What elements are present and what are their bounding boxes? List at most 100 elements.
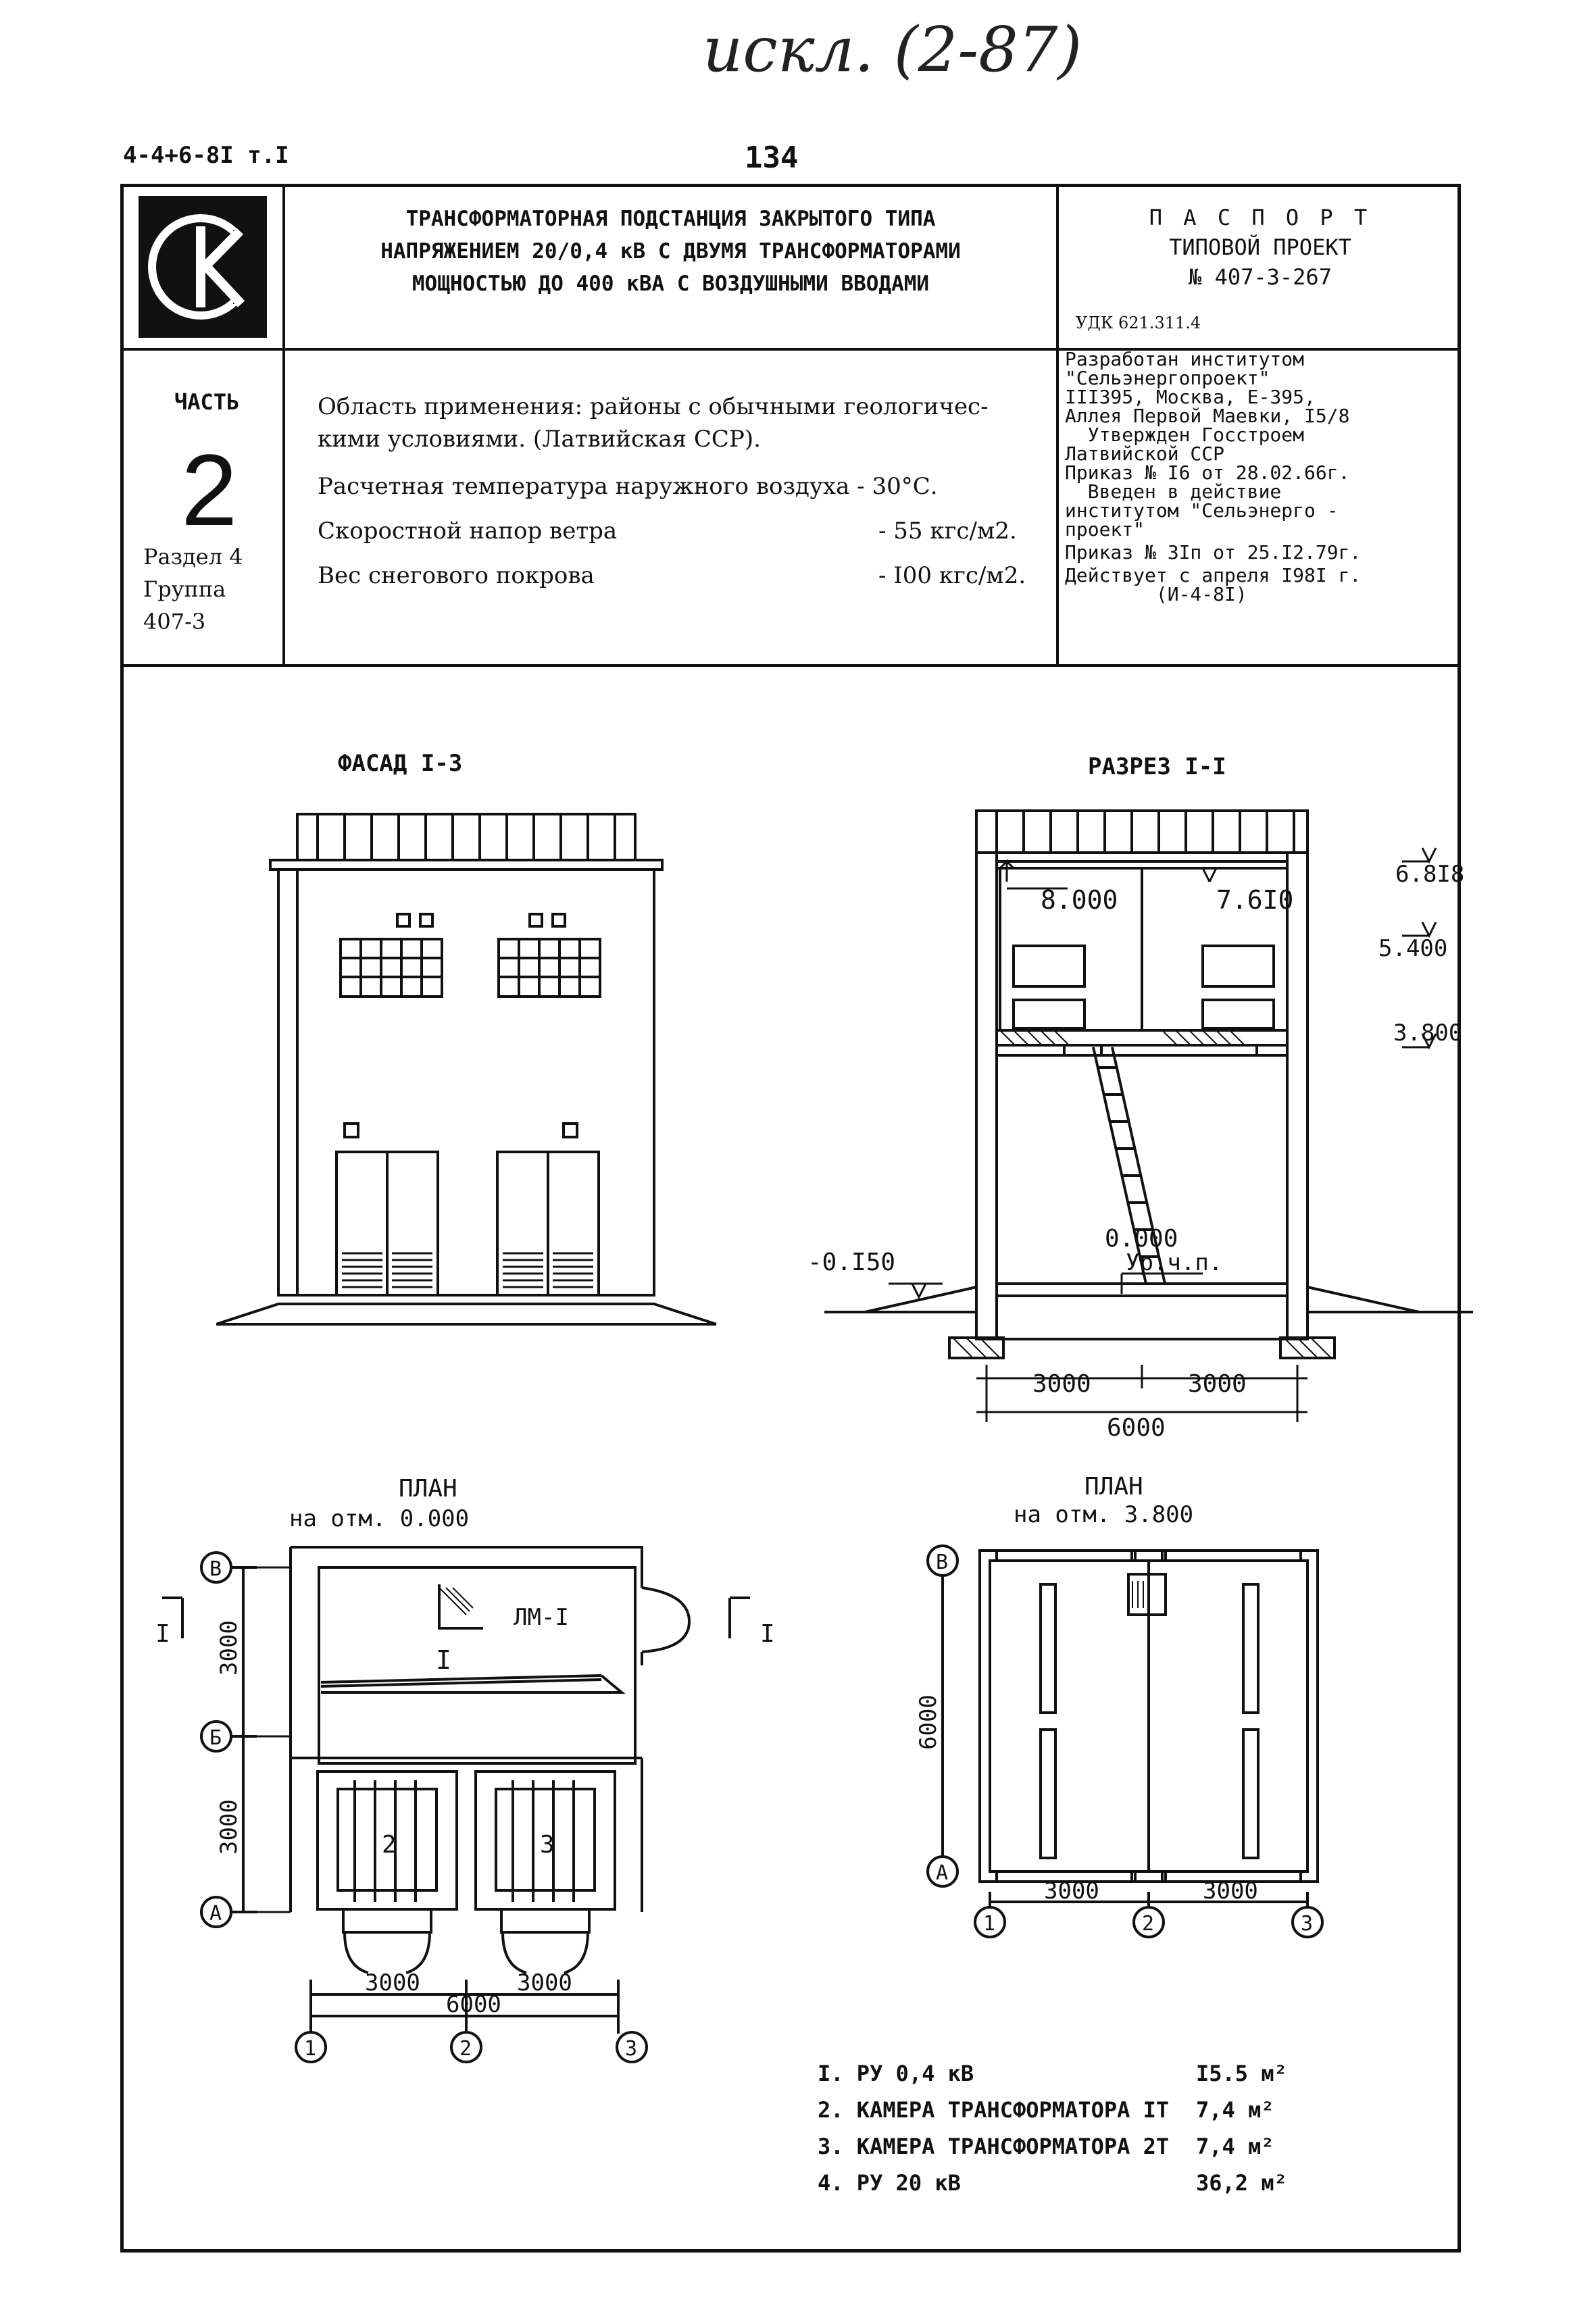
section-dim-total: 6000 <box>1107 1414 1166 1442</box>
plan2-subtitle: на отм. 3.800 <box>1014 1501 1194 1528</box>
plan2-axis-b: В <box>936 1551 948 1574</box>
legend-row: 4. РУ 20 кВ 36,2 м² <box>818 2170 1304 2207</box>
drawing-frame <box>120 184 1461 2253</box>
plan1-room-2: 2 <box>382 1831 397 1859</box>
plan2-axis-1-bubble <box>974 1906 1006 1938</box>
handwritten-annotation: искл. (2-87) <box>703 14 1082 86</box>
plan2-axis-3: 3 <box>1301 1912 1313 1936</box>
plan1-axis-a: А <box>209 1902 222 1926</box>
group-label: Группа <box>143 576 226 602</box>
legend-area: 7,4 м² <box>1196 2134 1274 2159</box>
plan1-dim-v1: 3000 <box>216 1620 243 1676</box>
plan1-axis-3: 3 <box>625 2037 637 2061</box>
facade-wall <box>277 868 655 1297</box>
udk-code: УДК 621.311.4 <box>1076 313 1201 332</box>
section-right-wall <box>1286 851 1309 1340</box>
org-line: Приказ № I6 от 28.02.66г. <box>1065 461 1350 484</box>
title-line-1: ТРАНСФОРМАТОРНАЯ ПОДСТАНЦИЯ ЗАКРЫТОГО ТИ… <box>405 207 936 231</box>
legend-label: 3. КАМЕРА ТРАНСФОРМАТОРА 2Т <box>818 2134 1170 2159</box>
mark-right3: 3.800 <box>1393 1020 1462 1047</box>
plan1-cut-right: I <box>760 1620 775 1648</box>
org-line: Приказ № 3Iп от 25.I2.79г. <box>1065 541 1362 563</box>
mark-right2: 5.400 <box>1378 935 1447 962</box>
plan2-axis-2-bubble <box>1132 1906 1165 1938</box>
passport-label: П А С П О Р Т <box>1149 205 1372 230</box>
legend-row: 2. КАМЕРА ТРАНСФОРМАТОРА IТ 7,4 м² <box>818 2097 1304 2134</box>
section-label: Раздел 4 <box>143 544 243 570</box>
spec-wind-label: Скоростной напор ветра <box>318 518 618 545</box>
group-number: 407-3 <box>143 609 206 634</box>
document-code: 4-4+6-8I т.I <box>123 142 289 169</box>
spec-snow-value: - I00 кгс/м2. <box>878 562 1026 589</box>
plan2-axis-1: 1 <box>983 1912 995 1936</box>
spec-snow-label: Вес снегового покрова <box>318 562 595 589</box>
plan2-drawing: В А 1 2 3 6000 3000 3000 <box>915 1544 1324 1938</box>
axis-3-bubble <box>616 2031 648 2063</box>
plan2-title: ПЛАН <box>1084 1473 1143 1501</box>
section-dim-1: 3000 <box>1032 1370 1091 1398</box>
org-line: (И-4-8I) <box>1065 583 1247 605</box>
plan1-dim-h2: 3000 <box>517 1969 572 1996</box>
title-line-2: НАПРЯЖЕНИЕМ 20/0,4 кВ С ДВУМЯ ТРАНСФОРМА… <box>380 239 961 263</box>
plan2-axis-a: А <box>936 1861 948 1885</box>
plan1-ladder-label: ЛМ-I <box>514 1604 569 1631</box>
legend-area: 7,4 м² <box>1196 2097 1274 2123</box>
legend-label: 4. РУ 20 кВ <box>818 2170 961 2196</box>
info-divider <box>120 664 1461 667</box>
section-dim-2: 3000 <box>1188 1370 1247 1398</box>
org-line: Аллея Первой Маевки, I5/8 <box>1065 405 1350 427</box>
axis-2-bubble <box>450 2031 482 2063</box>
org-line: проект" <box>1065 518 1145 540</box>
plan2-dim-h1: 3000 <box>1044 1878 1099 1905</box>
spec-temperature: Расчетная температура наружного воздуха … <box>318 473 938 500</box>
legend-area: 36,2 м² <box>1196 2170 1287 2196</box>
plan1-drawing: В Б А 1 2 3 I I ЛМ-I I 2 3 3000 3000 300… <box>155 1546 775 2063</box>
facade-ground <box>216 1303 717 1326</box>
ck-logo <box>139 196 267 338</box>
mark-top2: 7.6I0 <box>1216 885 1293 915</box>
org-line: институтом "Сельэнерго - <box>1065 499 1339 522</box>
plan2-dim-h2: 3000 <box>1203 1878 1258 1905</box>
plan1-axis-b: В <box>209 1557 222 1581</box>
facade-title: ФАСАД I-3 <box>338 750 463 777</box>
spec-area-line1: Область применения: районы с обычными ге… <box>318 393 989 420</box>
plan1-axis-b2: Б <box>209 1726 222 1750</box>
plan2-axis-3-bubble <box>1291 1906 1324 1938</box>
section-title: РАЗРЕЗ I-I <box>1088 753 1226 780</box>
section-left-wall <box>975 851 998 1340</box>
org-line: "Сельэнергопроект" <box>1065 367 1270 389</box>
header-divider <box>120 348 1461 351</box>
plan1-title: ПЛАН <box>399 1475 457 1503</box>
plan1-axis-2: 2 <box>459 2037 472 2061</box>
page-number: 134 <box>745 141 799 175</box>
section-ladder <box>1092 1047 1147 1284</box>
title-line-3: МОЩНОСТЬЮ ДО 400 кВА С ВОЗДУШНЫМИ ВВОДАМ… <box>412 272 930 296</box>
plan2-axis-a-bubble <box>926 1855 959 1888</box>
facade-window <box>497 938 601 998</box>
legend-label: 2. КАМЕРА ТРАНСФОРМАТОРА IТ <box>818 2097 1170 2123</box>
plan2-axis-b-bubble <box>926 1544 959 1577</box>
axis-1-bubble <box>295 2031 327 2063</box>
passport-block: П А С П О Р Т ТИПОВОЙ ПРОЕКТ № 407-3-267 <box>1061 203 1460 292</box>
section-drawing: 8.000 7.6I0 6.8I8 5.400 3.800 0.000 Ур.ч… <box>807 809 1473 1442</box>
room-legend: I. РУ 0,4 кВ I5.5 м² 2. КАМЕРА ТРАНСФОРМ… <box>818 2061 1304 2207</box>
facade-drawing <box>216 813 717 1326</box>
plan1-subtitle: на отм. 0.000 <box>289 1505 470 1532</box>
legend-area: I5.5 м² <box>1196 2061 1287 2086</box>
plan1-cut-left: I <box>155 1620 170 1648</box>
org-line: Действует с апреля I98I г. <box>1065 564 1362 586</box>
org-line: III395, Москва, Е-395, <box>1065 386 1316 408</box>
part-meta: Раздел 4 Группа 407-3 <box>143 540 243 638</box>
plan1-dim-total: 6000 <box>446 1991 501 2018</box>
legend-row: I. РУ 0,4 кВ I5.5 м² <box>818 2061 1304 2097</box>
org-line: Латвийской ССР <box>1065 443 1225 465</box>
facade-parapet <box>296 813 637 861</box>
mark-minus: -0.I50 <box>807 1249 895 1276</box>
plan1-dim-v2: 3000 <box>216 1799 243 1855</box>
spec-wind-value: - 55 кгс/м2. <box>878 518 1017 545</box>
project-type: ТИПОВОЙ ПРОЕКТ <box>1169 234 1351 260</box>
part-number: 2 <box>181 433 238 547</box>
project-title: ТРАНСФОРМАТОРНАЯ ПОДСТАНЦИЯ ЗАКРЫТОГО ТИ… <box>287 203 1054 300</box>
plan1-room-ru <box>318 1566 637 1765</box>
mark-top: 8.000 <box>1041 885 1118 915</box>
